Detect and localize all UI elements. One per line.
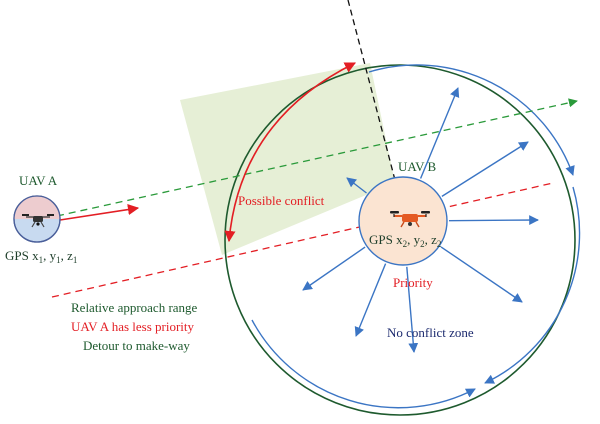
no-conflict-radial-arrows (302, 87, 539, 353)
uav-a-title: UAV A (19, 173, 58, 188)
radial-arrow (440, 246, 523, 303)
detour-label: Detour to make-way (83, 338, 190, 353)
uav-a-drone-icon (22, 214, 54, 228)
uav-b-gps-label: GPS x2, y2, z2 (369, 232, 441, 249)
possible-conflict-arc (224, 62, 357, 243)
radial-arrow (346, 177, 367, 194)
uav-b-drone-icon (390, 211, 430, 228)
possible-conflict-label: Possible conflict (238, 193, 325, 208)
approach-range-label: Relative approach range (71, 300, 198, 315)
circulation-arc-2 (484, 186, 581, 384)
circulation-arc-1 (368, 64, 575, 176)
radial-arrow (441, 141, 529, 197)
radial-arrow (302, 246, 366, 291)
circulation-arc-3 (251, 319, 476, 409)
radial-arrow (406, 266, 419, 353)
radial-arrow (354, 263, 387, 337)
radial-arrow (448, 215, 539, 225)
uav-b-priority-label: Priority (393, 275, 433, 290)
less-priority-label: UAV A has less priority (71, 319, 195, 334)
circulation-arrows (251, 64, 581, 409)
uav-b-heading-line (347, 0, 402, 204)
uav-a-velocity-arrow (59, 203, 140, 221)
uav-b-title: UAV B (398, 159, 437, 174)
radial-arrow (419, 87, 460, 179)
uav-a-gps-label: GPS x1, y1, z1 (5, 248, 77, 265)
no-conflict-zone-label: No conflict zone (387, 325, 474, 340)
